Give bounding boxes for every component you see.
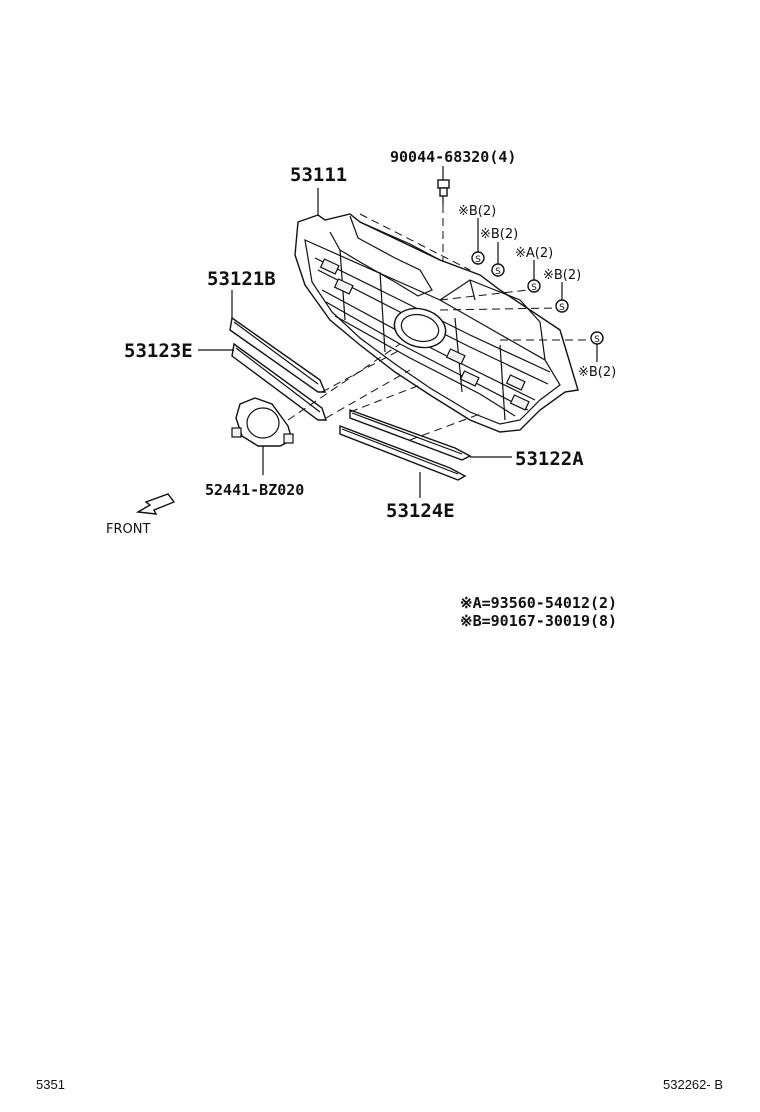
label-53123e: 53123E bbox=[124, 340, 193, 362]
label-53111: 53111 bbox=[290, 164, 347, 186]
molding-53122a bbox=[349, 409, 472, 461]
svg-text:S: S bbox=[594, 335, 600, 345]
molding-53121b bbox=[229, 316, 327, 393]
label-53121b: 53121B bbox=[207, 268, 276, 290]
legend-a: ※A=93560-54012(2) bbox=[460, 594, 617, 612]
label-52441: 52441-BZ020 bbox=[205, 481, 304, 499]
svg-text:S: S bbox=[559, 303, 565, 313]
molding-53124e bbox=[339, 424, 467, 481]
front-label: FRONT bbox=[106, 522, 150, 537]
label-clip-b1: ※B(2) bbox=[458, 204, 496, 219]
svg-text:S: S bbox=[475, 255, 481, 265]
front-arrow-icon bbox=[135, 493, 176, 515]
svg-text:S: S bbox=[495, 267, 501, 277]
label-clip-a: ※A(2) bbox=[515, 246, 553, 261]
molding-53123e bbox=[231, 342, 327, 421]
bolt-part bbox=[437, 179, 450, 205]
footer-right: 532262- B bbox=[663, 1077, 723, 1092]
legend-b: ※B=90167-30019(8) bbox=[460, 612, 617, 630]
label-clip-b2: ※B(2) bbox=[480, 227, 518, 242]
label-clip-b4: ※B(2) bbox=[578, 365, 616, 380]
label-53124e: 53124E bbox=[386, 500, 455, 522]
label-53122a: 53122A bbox=[515, 448, 584, 470]
footer-left: 5351 bbox=[36, 1077, 65, 1092]
radiator-grille bbox=[294, 213, 579, 433]
label-clip-b3: ※B(2) bbox=[543, 268, 581, 283]
label-bolt: 90044-68320(4) bbox=[390, 148, 516, 166]
svg-text:S: S bbox=[531, 283, 537, 293]
emblem-bracket bbox=[231, 397, 294, 447]
